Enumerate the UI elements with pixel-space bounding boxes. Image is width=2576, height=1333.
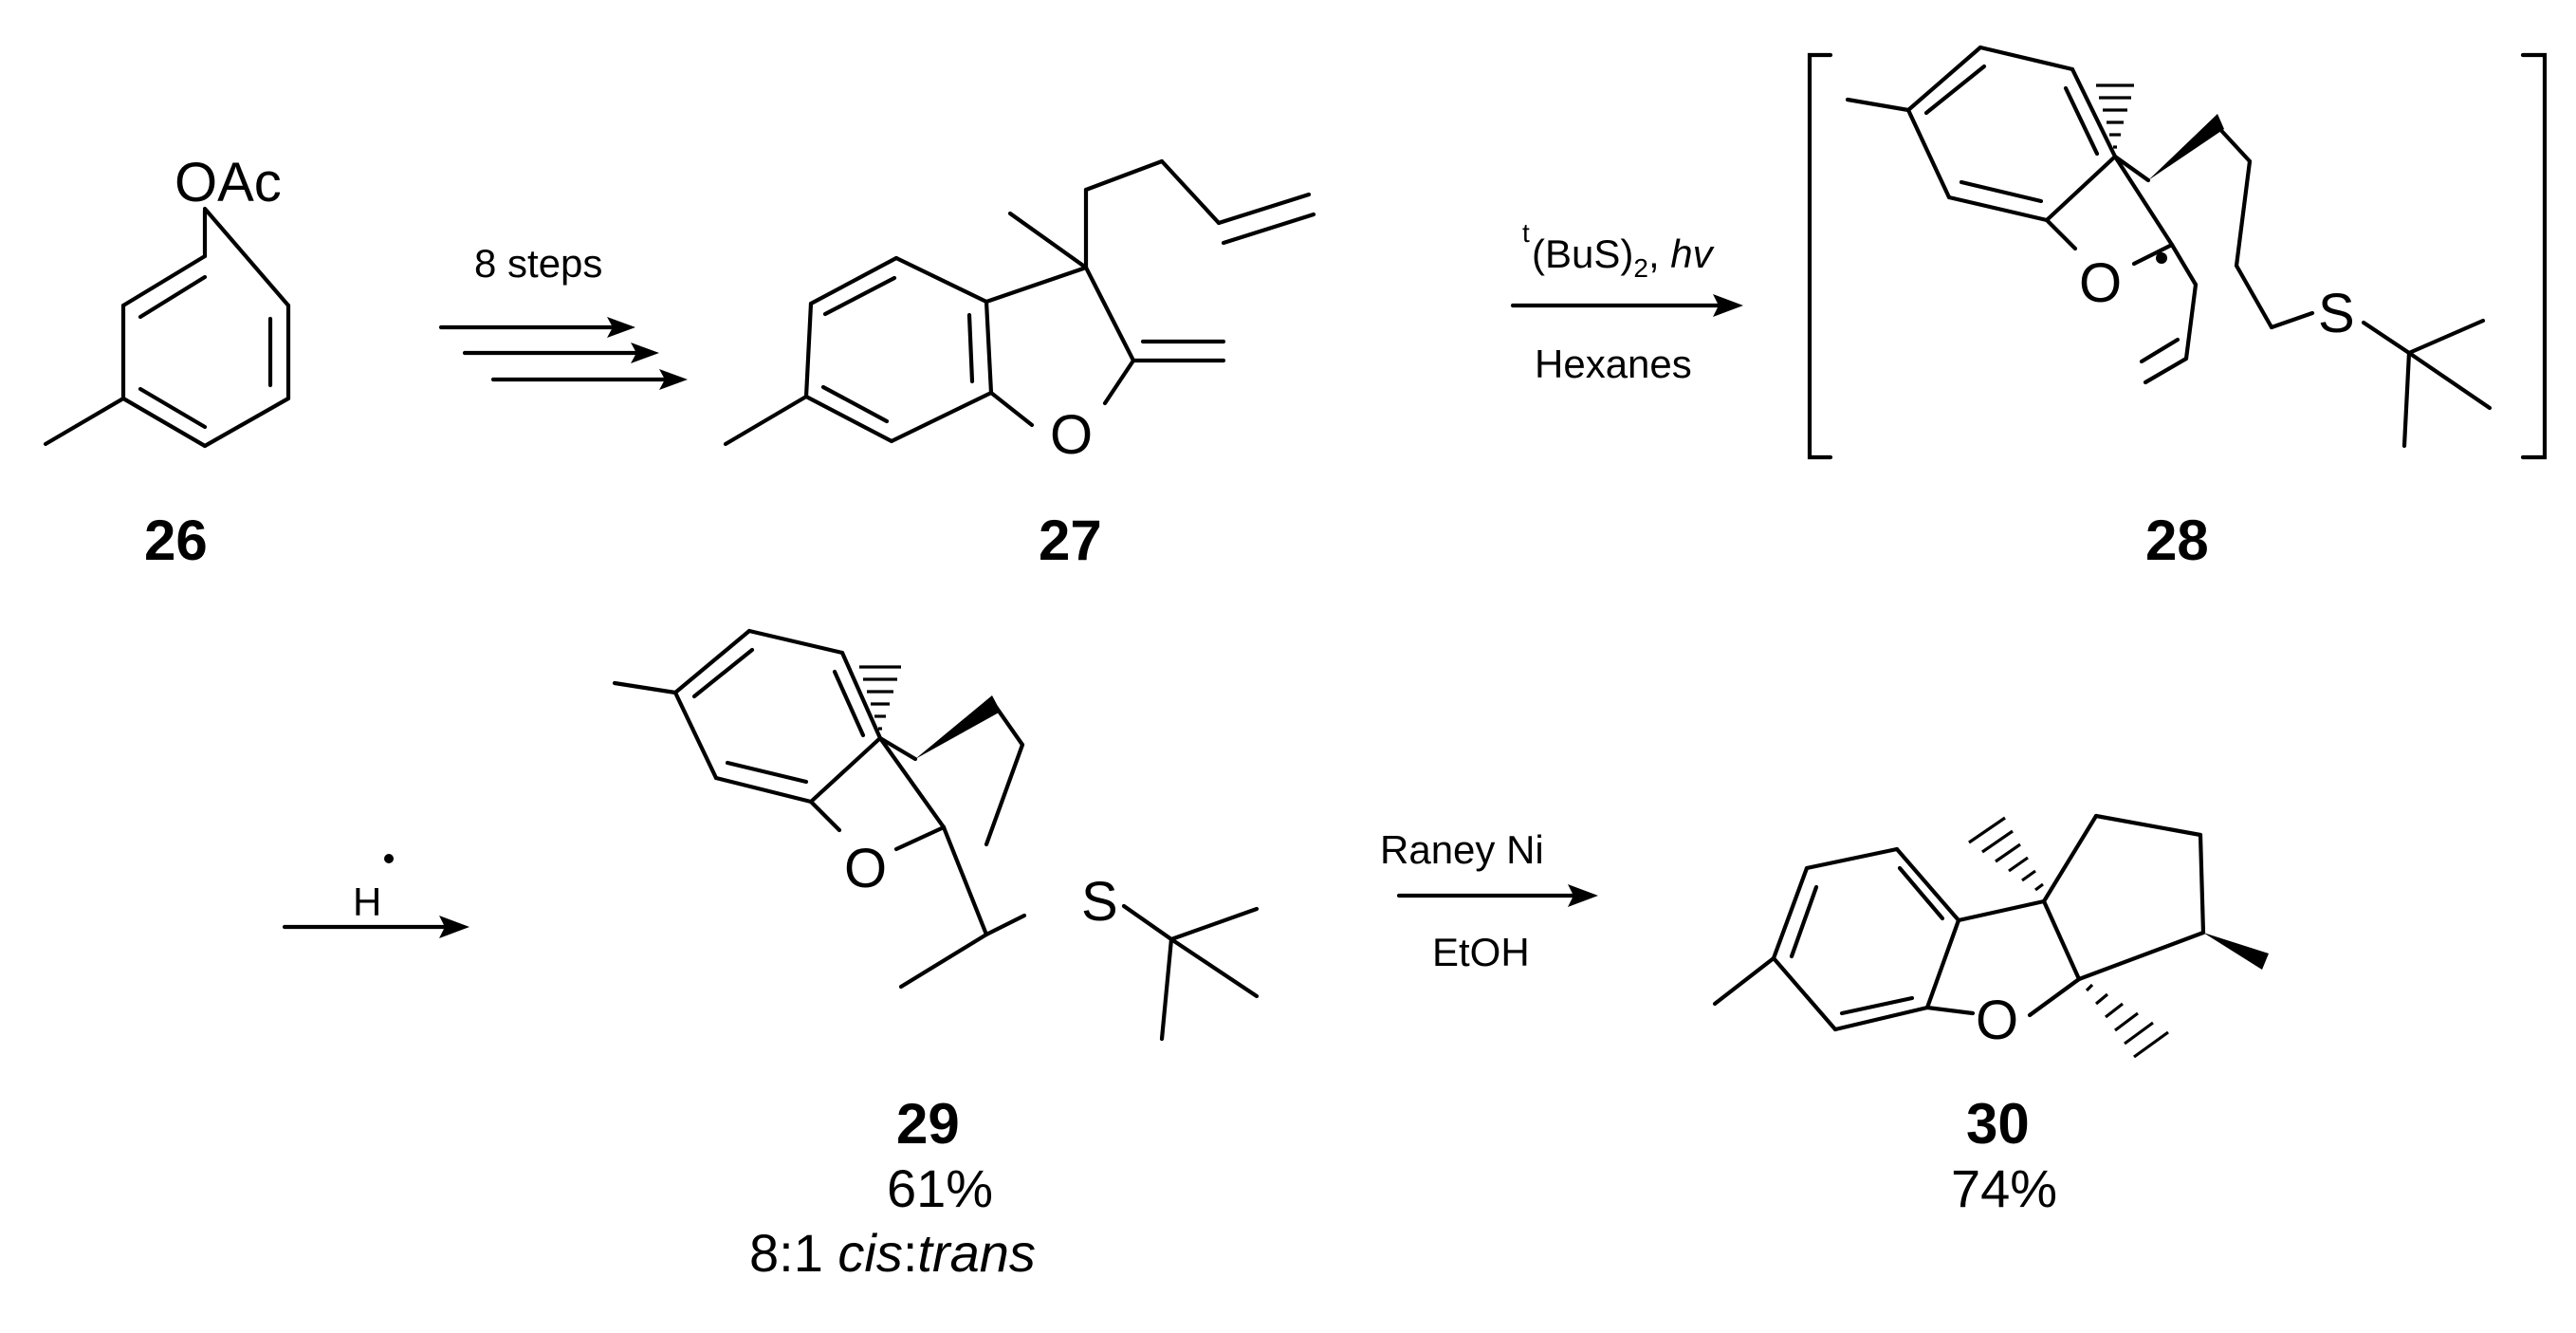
step1-condition-above: 8 steps <box>474 241 602 286</box>
compound-26-oac-label: OAc <box>175 152 282 213</box>
compound-30: O 30 74% <box>1712 813 2269 1218</box>
compound-28-brackets <box>1807 52 2548 460</box>
compound-29-label: 29 <box>896 1092 960 1156</box>
step3-radical-dot <box>384 854 394 863</box>
compound-30-wedge-methyl <box>2203 933 2269 970</box>
compound-28-oxygen: O <box>2079 252 2122 314</box>
compound-30-label: 30 <box>1966 1092 2030 1156</box>
compound-26-label: 26 <box>144 509 208 572</box>
compound-30-hashed-methyl-bottom <box>2085 983 2169 1059</box>
compound-26: OAc 26 <box>43 152 291 572</box>
reaction-arrow-1: 8 steps <box>438 241 688 390</box>
step3-reagent: H <box>353 879 381 924</box>
step4-condition-above: Raney Ni <box>1380 827 1544 872</box>
compound-28-label: 28 <box>2145 509 2209 572</box>
compound-28-hashed-methyl <box>2096 83 2134 149</box>
compound-27-label: 27 <box>1039 509 1102 572</box>
compound-29-hashed-methyl <box>859 665 901 731</box>
compound-29-wedge-bond <box>915 695 1001 759</box>
step2-reagent: (BuS)2, hv <box>1532 231 1716 283</box>
compound-30-bonds <box>1712 813 2206 1032</box>
reaction-arrow-2: t (BuS)2, hv Hexanes <box>1510 218 1743 386</box>
compound-28-sulfur: S <box>2318 283 2355 344</box>
compound-29-bonds <box>612 628 1260 1042</box>
compound-30-yield: 74% <box>1951 1158 2057 1218</box>
compound-29-sulfur: S <box>1081 871 1118 933</box>
compound-27: O 27 <box>723 158 1316 572</box>
compound-27-oxygen: O <box>1050 404 1093 466</box>
reaction-arrow-4: Raney Ni EtOH <box>1380 827 1598 974</box>
step2-condition-below: Hexanes <box>1535 342 1692 386</box>
step2-tbu-superscript: t <box>1522 218 1530 248</box>
compound-29: O S 29 61% 8:1 cis:trans <box>612 628 1260 1283</box>
compound-26-bonds <box>43 206 291 449</box>
step4-condition-below: EtOH <box>1432 930 1530 974</box>
compound-27-bonds <box>723 158 1316 447</box>
compound-30-oxygen: O <box>1976 990 2018 1051</box>
compound-28-radical-dot <box>2156 252 2167 264</box>
compound-28: O S 28 <box>1807 45 2548 572</box>
reaction-arrow-3: H <box>282 854 469 938</box>
compound-30-hashed-methyl-top <box>1968 816 2044 892</box>
compound-29-oxygen: O <box>844 838 887 899</box>
compound-29-yield: 61% <box>887 1158 993 1218</box>
compound-28-bonds <box>1845 45 2493 449</box>
compound-28-wedge-bond <box>2148 114 2224 180</box>
compound-29-ratio: 8:1 cis:trans <box>749 1223 1036 1283</box>
